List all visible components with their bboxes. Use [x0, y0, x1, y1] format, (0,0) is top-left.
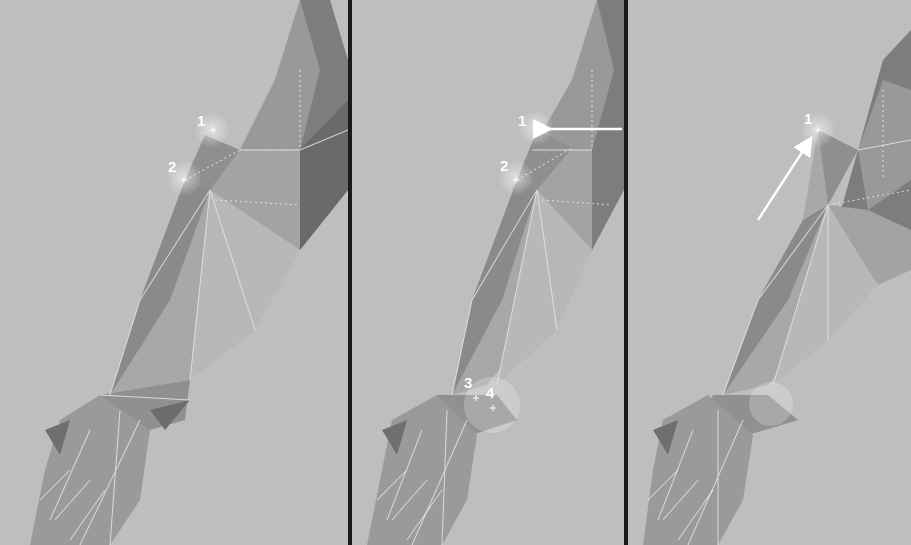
- vertex-label-1: 1: [518, 113, 526, 130]
- arm-mesh-view-1: 1 2: [0, 0, 348, 545]
- vertex-label-3: 3: [464, 375, 472, 392]
- arm-mesh-view-2: 1 2 3 4: [352, 0, 624, 545]
- vertex-label-2: 2: [500, 158, 508, 175]
- arm-mesh-view-3: 1: [628, 0, 911, 545]
- vertex-label-1: 1: [804, 111, 812, 128]
- vertex-label-4: 4: [486, 385, 495, 402]
- viewport-panel-3: 1: [628, 0, 911, 545]
- vertex-label-2: 2: [168, 159, 176, 176]
- viewport-panel-1: 1 2: [0, 0, 348, 545]
- move-arrow: [758, 140, 810, 220]
- viewport-panel-2: 1 2 3 4: [352, 0, 624, 545]
- vertex-label-1: 1: [197, 113, 205, 130]
- wrist-selection-highlight: [749, 382, 793, 426]
- hand-mesh: [30, 395, 150, 545]
